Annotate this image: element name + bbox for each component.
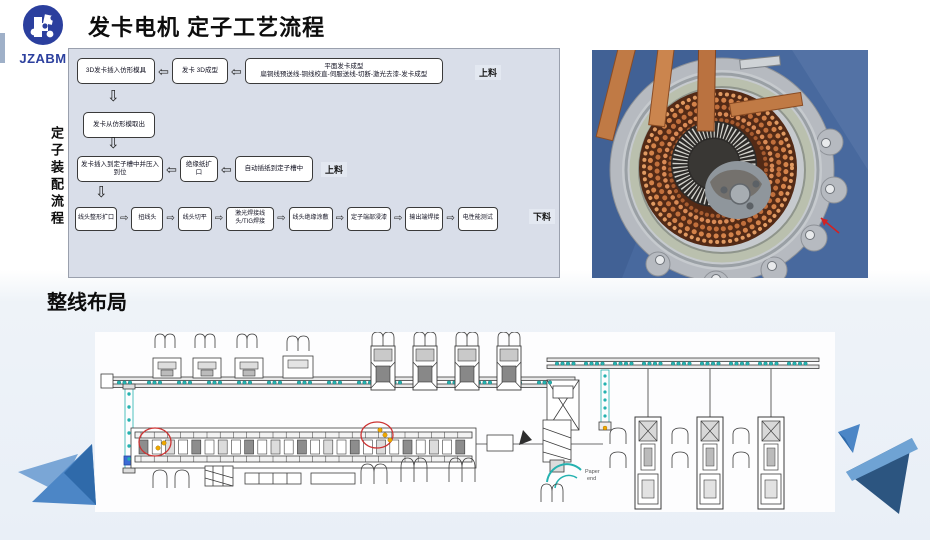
arrow-left-icon: ⇦ (230, 63, 242, 79)
arrow-down-icon: ⇩ (95, 184, 108, 201)
yellow-dot-markers (155, 425, 608, 451)
stator-ring (629, 77, 815, 263)
bottom-right-triangles (838, 424, 918, 514)
rotor-hub (705, 161, 771, 219)
flow-step-box: 线头整形扩口 (75, 207, 117, 231)
flow-row-2: 发卡从仿形模取出 (83, 112, 155, 138)
flow-step-subtitle: 扁铜线预送线-铜线校直-伺服送线-切断-激光去漆-发卡成型 (260, 71, 428, 78)
flow-step-box: 发卡插入到定子槽中并压入到位 (77, 156, 163, 182)
flow-row-1: 3D发卡插入仿形模具⇦发卡 3D成型⇦平面发卡成型扁铜线预送线-铜线校直-伺服送… (77, 58, 443, 84)
flow-step-box-wide: 平面发卡成型扁铜线预送线-铜线校直-伺服送线-切断-激光去漆-发卡成型 (244, 58, 443, 84)
flow-step-box: 发卡 3D成型 (171, 58, 228, 84)
flow-row-4: 线头整形扩口⇨扭线头⇨线头切平⇨激光焊接线头/TIG焊接⇨线头绝缘涂敷⇨定子端部… (75, 207, 498, 231)
logo-wordmark: JZABM (19, 51, 67, 66)
process-flowchart-panel: 3D发卡插入仿形模具⇦发卡 3D成型⇦平面发卡成型扁铜线预送线-铜线校直-伺服送… (68, 48, 560, 278)
flow-step-box: 输出端焊接 (405, 207, 444, 231)
flow-step-box: 绝缘纸扩口 (179, 156, 218, 182)
logo-icon (23, 5, 63, 45)
arrow-right-icon: ⇨ (214, 213, 224, 224)
copper-pin-rings (642, 92, 794, 244)
flowchart-side-label: 定子装配流程 (49, 126, 64, 228)
red-circle-marker (360, 421, 394, 449)
arrow-right-icon: ⇨ (393, 213, 403, 224)
arrow-right-icon: ⇨ (335, 213, 344, 224)
red-circle-marker (138, 427, 172, 457)
arrow-right-icon: ⇨ (166, 213, 175, 224)
flow-step-box: 定子端部浸漆 (346, 207, 391, 231)
arrow-left-icon: ⇦ (166, 161, 177, 177)
arrow-left-icon: ⇦ (158, 63, 169, 79)
load-tag-2: 上料 (321, 162, 348, 177)
flow-step-box: 发卡从仿形模取出 (83, 112, 155, 138)
arrow-left-icon: ⇦ (220, 161, 232, 177)
flow-step-box: 线头绝缘涂敷 (288, 207, 333, 231)
left-accent-bar (0, 33, 5, 63)
flow-step-box: 电性能测试 (457, 207, 498, 231)
flow-step-box: 激光焊接线头/TIG焊接 (226, 207, 275, 231)
copper-busbars (595, 50, 804, 142)
paper-end-label: Paper (585, 469, 600, 475)
layout-generated (117, 332, 808, 510)
arrow-down-icon: ⇩ (107, 88, 120, 105)
stator-photo (592, 50, 868, 278)
unload-tag: 下料 (528, 209, 555, 224)
layout-markers: Paper end (138, 421, 608, 482)
flow-step-box: 3D发卡插入仿形模具 (77, 58, 155, 84)
bottom-left-triangles (18, 444, 96, 505)
layout-section-title: 整线布局 (47, 292, 127, 314)
svg-text:end: end (587, 476, 596, 482)
flow-row-3: 发卡插入到定子槽中并压入到位⇦绝缘纸扩口⇦自动插纸到定子槽中 (77, 156, 313, 182)
arrow-right-icon: ⇨ (120, 213, 129, 224)
load-tag-1: 上料 (475, 65, 502, 80)
flow-step-box: 线头切平 (177, 207, 212, 231)
company-logo: JZABM (12, 4, 74, 66)
arrow-down-icon: ⇩ (107, 135, 120, 152)
flow-step-box: 扭线头 (131, 207, 164, 231)
flow-step-box: 自动插纸到定子槽中 (234, 156, 313, 182)
line-layout-diagram: Paper end (95, 332, 835, 512)
arrow-right-icon: ⇨ (277, 213, 286, 224)
red-arrow-icon (820, 217, 840, 234)
arrow-right-icon: ⇨ (446, 213, 455, 224)
page-title: 发卡电机 定子工艺流程 (88, 15, 326, 40)
flow-step-title: 平面发卡成型 (324, 62, 364, 70)
